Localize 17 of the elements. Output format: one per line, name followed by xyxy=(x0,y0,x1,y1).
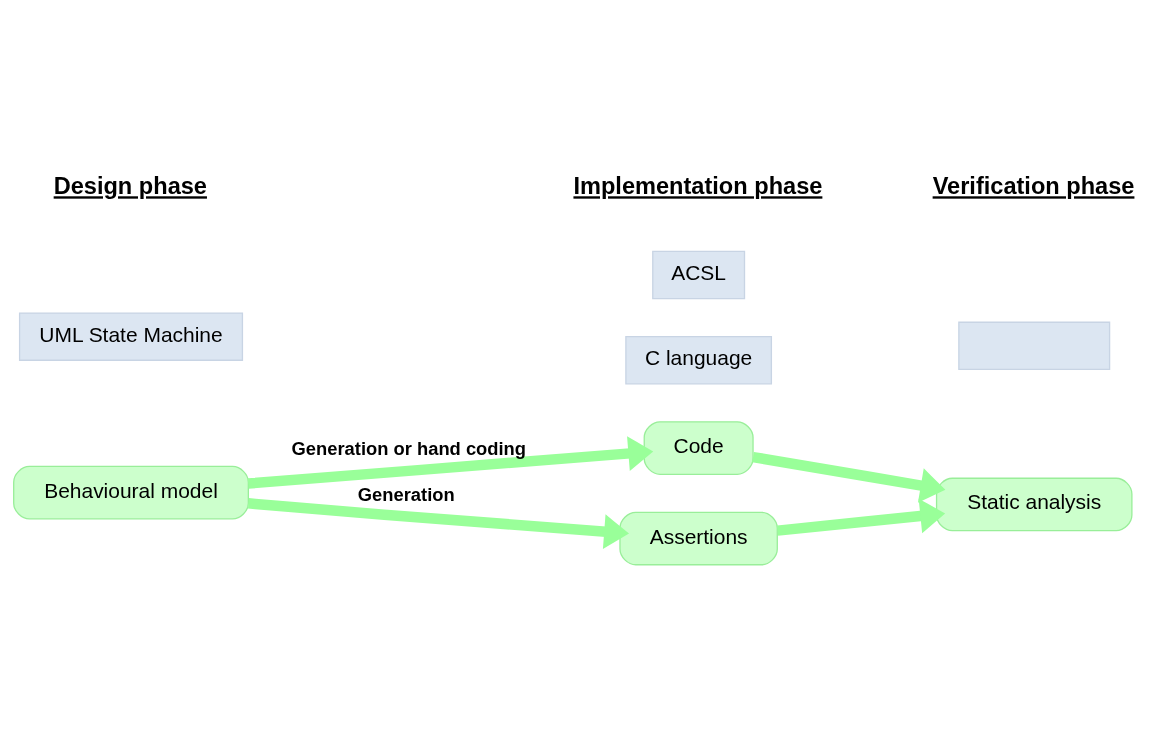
label: Design phase xyxy=(53,172,207,199)
node-box: Static analysis xyxy=(935,477,1133,531)
arrow xyxy=(752,451,946,503)
arrow xyxy=(248,497,629,549)
arrow xyxy=(247,435,654,489)
edge-label: Generation or hand coding xyxy=(291,437,527,459)
arrow xyxy=(777,498,946,536)
label: Implementation phase xyxy=(573,172,823,199)
node-box: Code xyxy=(643,420,754,475)
node-box xyxy=(958,321,1111,370)
node-box: C language xyxy=(625,335,773,384)
node-box: Behavioural model xyxy=(13,465,249,520)
edge-label: Generation xyxy=(357,483,455,505)
node-box: UML State Machine xyxy=(18,311,244,361)
node-box: Assertions xyxy=(619,511,778,565)
node-box: ACSL xyxy=(652,250,746,299)
label: Verification phase xyxy=(932,172,1135,199)
